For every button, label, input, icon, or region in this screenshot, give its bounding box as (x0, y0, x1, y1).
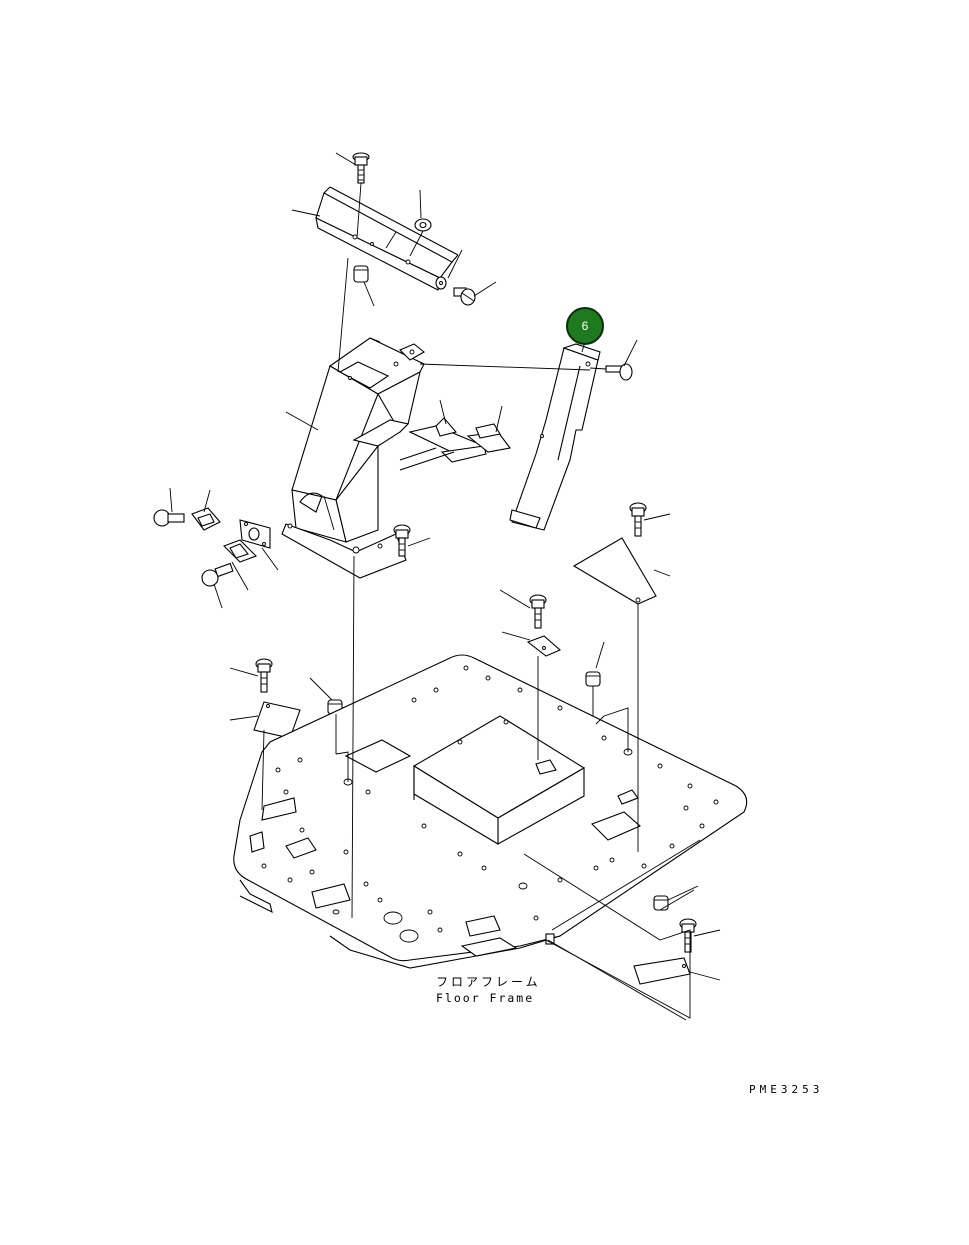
callout-part-6[interactable]: 6 (566, 307, 604, 345)
frame-holes (261, 665, 719, 933)
rubber-stopper-top (353, 265, 369, 283)
right-plate (572, 502, 657, 605)
pedal-arms (399, 417, 511, 471)
bolt-side-top (453, 287, 476, 306)
drawing-code: PME3253 (749, 1083, 824, 1096)
bottom-right-parts (633, 895, 697, 985)
center-plate (526, 594, 562, 657)
left-clamp-parts (153, 507, 271, 587)
bolt-column-base (393, 524, 411, 557)
top-bracket (315, 186, 459, 291)
bolt-cover (589, 363, 633, 381)
nut-top (409, 218, 432, 257)
floor-frame-label-en: Floor Frame (436, 991, 535, 1005)
leader-lines (169, 152, 721, 981)
washer-top (435, 276, 447, 290)
side-cover-part-6 (509, 343, 601, 531)
left-plate (253, 658, 301, 739)
floor-frame (233, 654, 748, 969)
hidden-line-column-to-cover (419, 363, 591, 371)
callout-number: 6 (581, 319, 589, 333)
floor-frame-label-jp: フロアフレーム (436, 975, 541, 989)
bolt-top (352, 152, 370, 239)
assembly-lines (261, 257, 701, 1021)
column-tower (281, 337, 425, 579)
